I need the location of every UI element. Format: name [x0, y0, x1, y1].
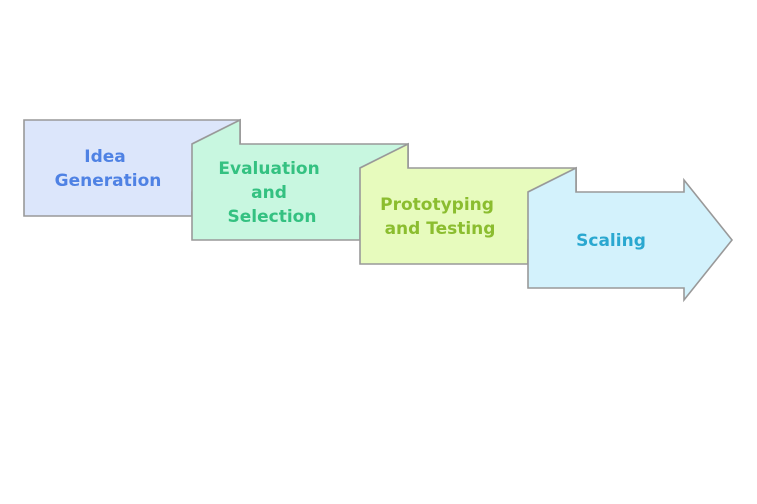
stage-evaluation-and-selection-line-3: Selection [228, 207, 317, 227]
stage-scaling: Scaling [527, 166, 734, 303]
stage-evaluation-and-selection-line-1: Evaluation [218, 159, 319, 179]
stage-prototyping-and-testing-line-1: Prototyping [380, 195, 494, 215]
stage-idea-generation-line-2: Generation [55, 171, 162, 191]
stage-scaling-label: Scaling [576, 231, 646, 251]
stage-idea-generation-label: Idea Generation [55, 147, 162, 191]
stage-evaluation-and-selection-label: Evaluation and Selection [218, 159, 325, 227]
stage-evaluation-and-selection-line-2: and [251, 183, 287, 203]
stage-scaling-line-1: Scaling [576, 231, 646, 251]
stage-scaling-arrow-shape [527, 166, 734, 303]
stage-prototyping-and-testing-line-2: and Testing [385, 219, 496, 239]
stage-idea-generation-line-1: Idea [84, 147, 126, 167]
stage-prototyping-and-testing-label: Prototyping and Testing [380, 195, 500, 239]
